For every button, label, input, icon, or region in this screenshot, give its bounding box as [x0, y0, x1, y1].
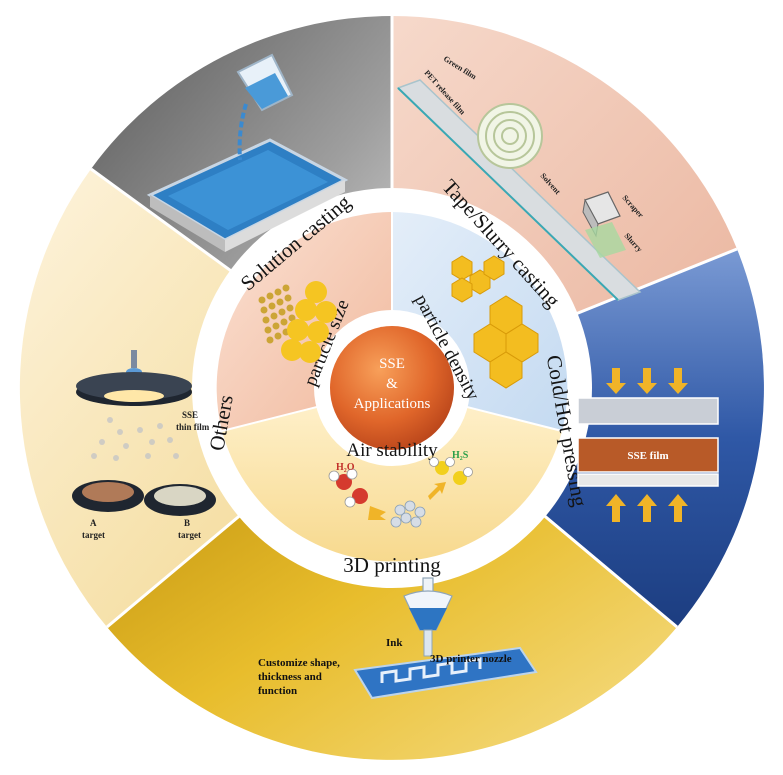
- water-molecule-icon: [328, 468, 368, 508]
- others-illustration: SSE thin film A target B target: [72, 350, 216, 540]
- particle-cloud-icon: [91, 417, 179, 461]
- pressing-illustration: SSE film: [577, 368, 719, 522]
- beaker-icon: [236, 53, 294, 112]
- others-a-label: A: [90, 518, 97, 528]
- ink-label: Ink: [386, 637, 403, 649]
- label-3d-printing: 3D printing: [343, 553, 441, 577]
- particle-density-illustration: [451, 255, 539, 389]
- others-thin-film-label: thin film: [176, 422, 210, 432]
- center-line-3: Applications: [354, 396, 431, 412]
- arrow-down-icon: [606, 368, 688, 394]
- h2s-label: H₂S: [452, 450, 469, 461]
- target-b-icon: [144, 484, 216, 516]
- nozzle-icon: [403, 577, 453, 657]
- center-line-1: SSE: [379, 356, 405, 372]
- roll-icon: [477, 103, 543, 169]
- center-disk: [330, 326, 454, 450]
- target-a-icon: [72, 480, 144, 512]
- sse-film-label: SSE film: [627, 450, 668, 462]
- customize-line-1: Customize shape,: [258, 657, 340, 669]
- solution-casting-illustration: [146, 53, 349, 252]
- center-line-2: &: [386, 376, 398, 392]
- air-stability-illustration: H₂O H₂S: [328, 450, 473, 528]
- h2s-molecule-icon: [429, 457, 473, 485]
- others-sse-label: SSE: [182, 410, 198, 420]
- particle-size-illustration: [258, 281, 337, 363]
- customize-line-3: function: [258, 685, 297, 697]
- customize-line-2: thickness and: [258, 671, 322, 683]
- arrow-right-icon: [368, 506, 386, 520]
- arrow-up-right-icon: [428, 482, 446, 500]
- nozzle-label: 3D printer nozzle: [430, 653, 512, 665]
- sputter-head-icon: [76, 350, 192, 406]
- arrow-up-icon: [606, 494, 688, 522]
- others-a-target-label: target: [82, 530, 105, 540]
- others-b-target-label: target: [178, 530, 201, 540]
- h2o-label: H₂O: [336, 462, 355, 473]
- others-b-label: B: [184, 518, 190, 528]
- inner-segment-air-stability: [222, 388, 562, 562]
- 3d-printing-illustration: Ink 3D printer nozzle Customize shape, t…: [258, 577, 538, 700]
- cluster-icon: [390, 500, 426, 528]
- printed-pattern-icon: [353, 646, 538, 700]
- label-air-stability: Air stability: [346, 440, 438, 461]
